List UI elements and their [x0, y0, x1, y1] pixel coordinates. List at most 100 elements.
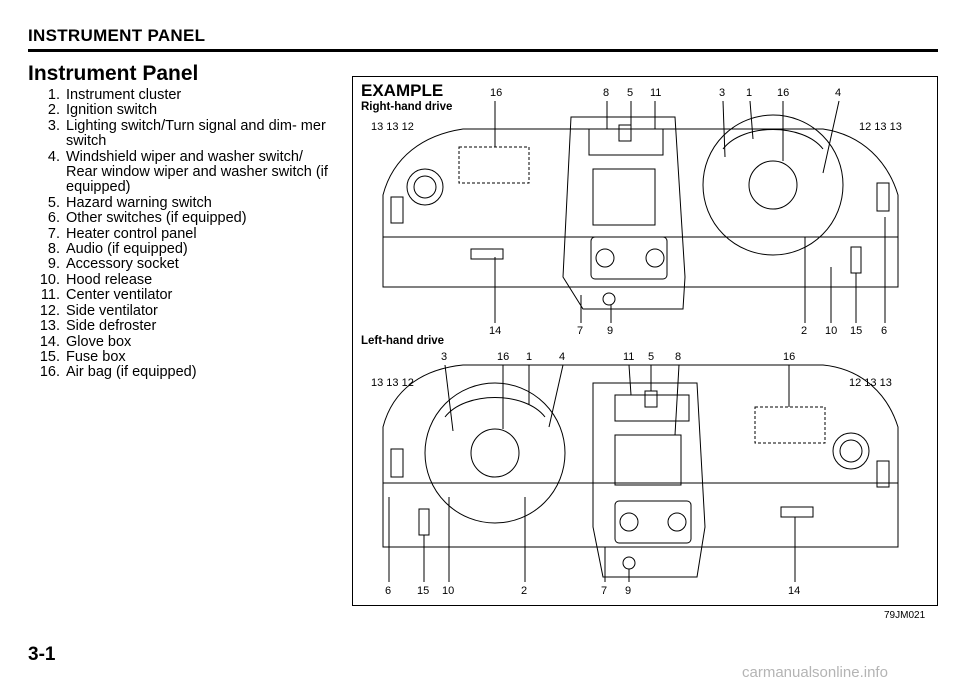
item-number: 3. — [47, 117, 60, 134]
lhd-callout: 7 — [601, 585, 608, 597]
item-number: 10. — [39, 271, 60, 288]
item-text: Instrument cluster — [66, 87, 182, 103]
lhd-callout: 10 — [442, 585, 455, 597]
page-number: 3-1 — [28, 644, 56, 665]
lhd-callout: 4 — [559, 351, 566, 363]
lhd-steering-wheel — [424, 382, 566, 524]
page-header-title: INSTRUMENT PANEL — [28, 26, 206, 45]
rhd-callout: 16 — [490, 87, 503, 99]
rhd-callout: 14 — [489, 325, 502, 337]
rhd-right-defroster — [876, 182, 890, 212]
leader-line — [444, 364, 454, 432]
lhd-leader-lines — [388, 364, 796, 582]
rhd-callout: 10 — [825, 325, 838, 337]
item-number: 13. — [39, 318, 60, 335]
item-text: Other switches (if equipped) — [66, 210, 247, 227]
rhd-callout: 9 — [607, 325, 614, 337]
leader-line — [548, 364, 564, 428]
item-number: 12. — [39, 302, 60, 319]
lhd-heater-knob-right — [667, 512, 687, 532]
rhd-callout: 11 — [650, 87, 662, 99]
rhd-defroster — [390, 196, 404, 224]
lhd-audio-unit — [614, 434, 682, 486]
rhd-callout: 5 — [627, 87, 634, 99]
item-number: 9. — [47, 256, 60, 273]
dashboard-diagram — [382, 100, 899, 582]
item-text: Hood release — [66, 271, 153, 288]
item-number: 6. — [47, 210, 60, 227]
list-item: 1. Instrument cluster — [28, 87, 338, 103]
leader-line — [674, 364, 680, 436]
lhd-left-defroster — [390, 448, 404, 478]
rhd-dash-outline — [382, 128, 899, 288]
list-item: 14.Glove box — [28, 333, 338, 350]
list-item: 7. Heater control panel — [28, 225, 338, 242]
leader-line — [749, 100, 754, 140]
list-item: 3. Lighting switch/Turn signal and dim- m… — [28, 117, 338, 150]
rhd-callout: 1 — [746, 87, 753, 99]
lhd-hazard-switch — [644, 390, 658, 408]
item-text: Glove box — [66, 333, 132, 350]
rhd-callout: 8 — [603, 87, 610, 99]
lhd-heater-panel — [614, 500, 692, 544]
lhd-cluster-hood — [444, 397, 546, 418]
lhd-callout: 6 — [385, 585, 392, 597]
rhd-callout: 3 — [719, 87, 726, 99]
rhd-callout: 15 — [850, 325, 863, 337]
lhd-right-defroster — [876, 460, 890, 488]
lhd-center-vents — [614, 394, 690, 422]
list-item: 16.Air bag (if equipped) — [28, 364, 338, 381]
item-text: Accessory socket — [66, 256, 179, 273]
lhd-fuse-box — [418, 508, 430, 536]
rhd-callout-right-group: 12 13 13 — [859, 121, 902, 133]
lhd-callout: 3 — [441, 351, 448, 363]
list-item: 11. Center ventilator — [28, 287, 338, 304]
item-number: 7. — [47, 225, 60, 242]
lhd-accessory-socket — [622, 556, 636, 570]
rhd-dashboard — [382, 114, 899, 310]
list-item: 5. Hazard warning switch — [28, 194, 338, 211]
item-number: 15. — [39, 348, 60, 365]
item-number: 5. — [47, 194, 60, 211]
item-text: Lighting switch/Turn signal and dim- mer… — [66, 117, 326, 150]
lhd-callout: 11 — [623, 351, 635, 363]
lhd-dashboard — [382, 364, 899, 578]
list-item: 10. Hood release — [28, 271, 338, 288]
item-text: Hazard warning switch — [66, 194, 212, 211]
rhd-audio-unit — [592, 168, 656, 226]
item-text: Center ventilator — [66, 287, 173, 304]
rhd-label: Right-hand drive — [361, 101, 453, 113]
item-text: Air bag (if equipped) — [66, 364, 197, 381]
item-number: 11. — [40, 287, 60, 304]
item-text: Side ventilator — [66, 302, 158, 319]
lhd-callout: 16 — [497, 351, 510, 363]
item-text: Ignition switch — [66, 102, 158, 119]
lhd-callout: 2 — [521, 585, 528, 597]
item-number: 8. — [47, 241, 60, 258]
lhd-callout-left-group: 13 13 12 — [371, 377, 414, 389]
lhd-callout: 8 — [675, 351, 682, 363]
list-item: 8. Audio (if equipped) — [28, 241, 338, 258]
section-title: Instrument Panel — [28, 62, 199, 85]
item-text: Audio (if equipped) — [66, 241, 188, 258]
lhd-side-vent-inner — [839, 439, 863, 463]
item-text: Heater control panel — [66, 225, 197, 242]
instrument-panel-figure: EXAMPLE Right-hand drive Left-hand drive… — [352, 76, 938, 606]
lhd-callout: 14 — [788, 585, 801, 597]
rhd-cluster-hood — [722, 129, 824, 150]
rhd-callout: 6 — [881, 325, 888, 337]
rhd-callout-left-group: 13 13 12 — [371, 121, 414, 133]
rhd-leader-lines — [494, 100, 886, 323]
rhd-airbag-panel — [458, 146, 530, 184]
rhd-callout: 4 — [835, 87, 842, 99]
rhd-steering-wheel — [702, 114, 844, 256]
lhd-callout: 9 — [625, 585, 632, 597]
lhd-callout-right-group: 12 13 13 — [849, 377, 892, 389]
rhd-callout: 7 — [577, 325, 584, 337]
item-text: Windshield wiper and washer switch/ Rear… — [66, 148, 328, 196]
lhd-side-vent — [832, 432, 870, 470]
item-number: 1. — [47, 87, 60, 103]
list-item: 4.Windshield wiper and washer switch/ Re… — [28, 148, 338, 196]
list-item: 6. Other switches (if equipped) — [28, 210, 338, 227]
leader-line — [722, 100, 726, 158]
